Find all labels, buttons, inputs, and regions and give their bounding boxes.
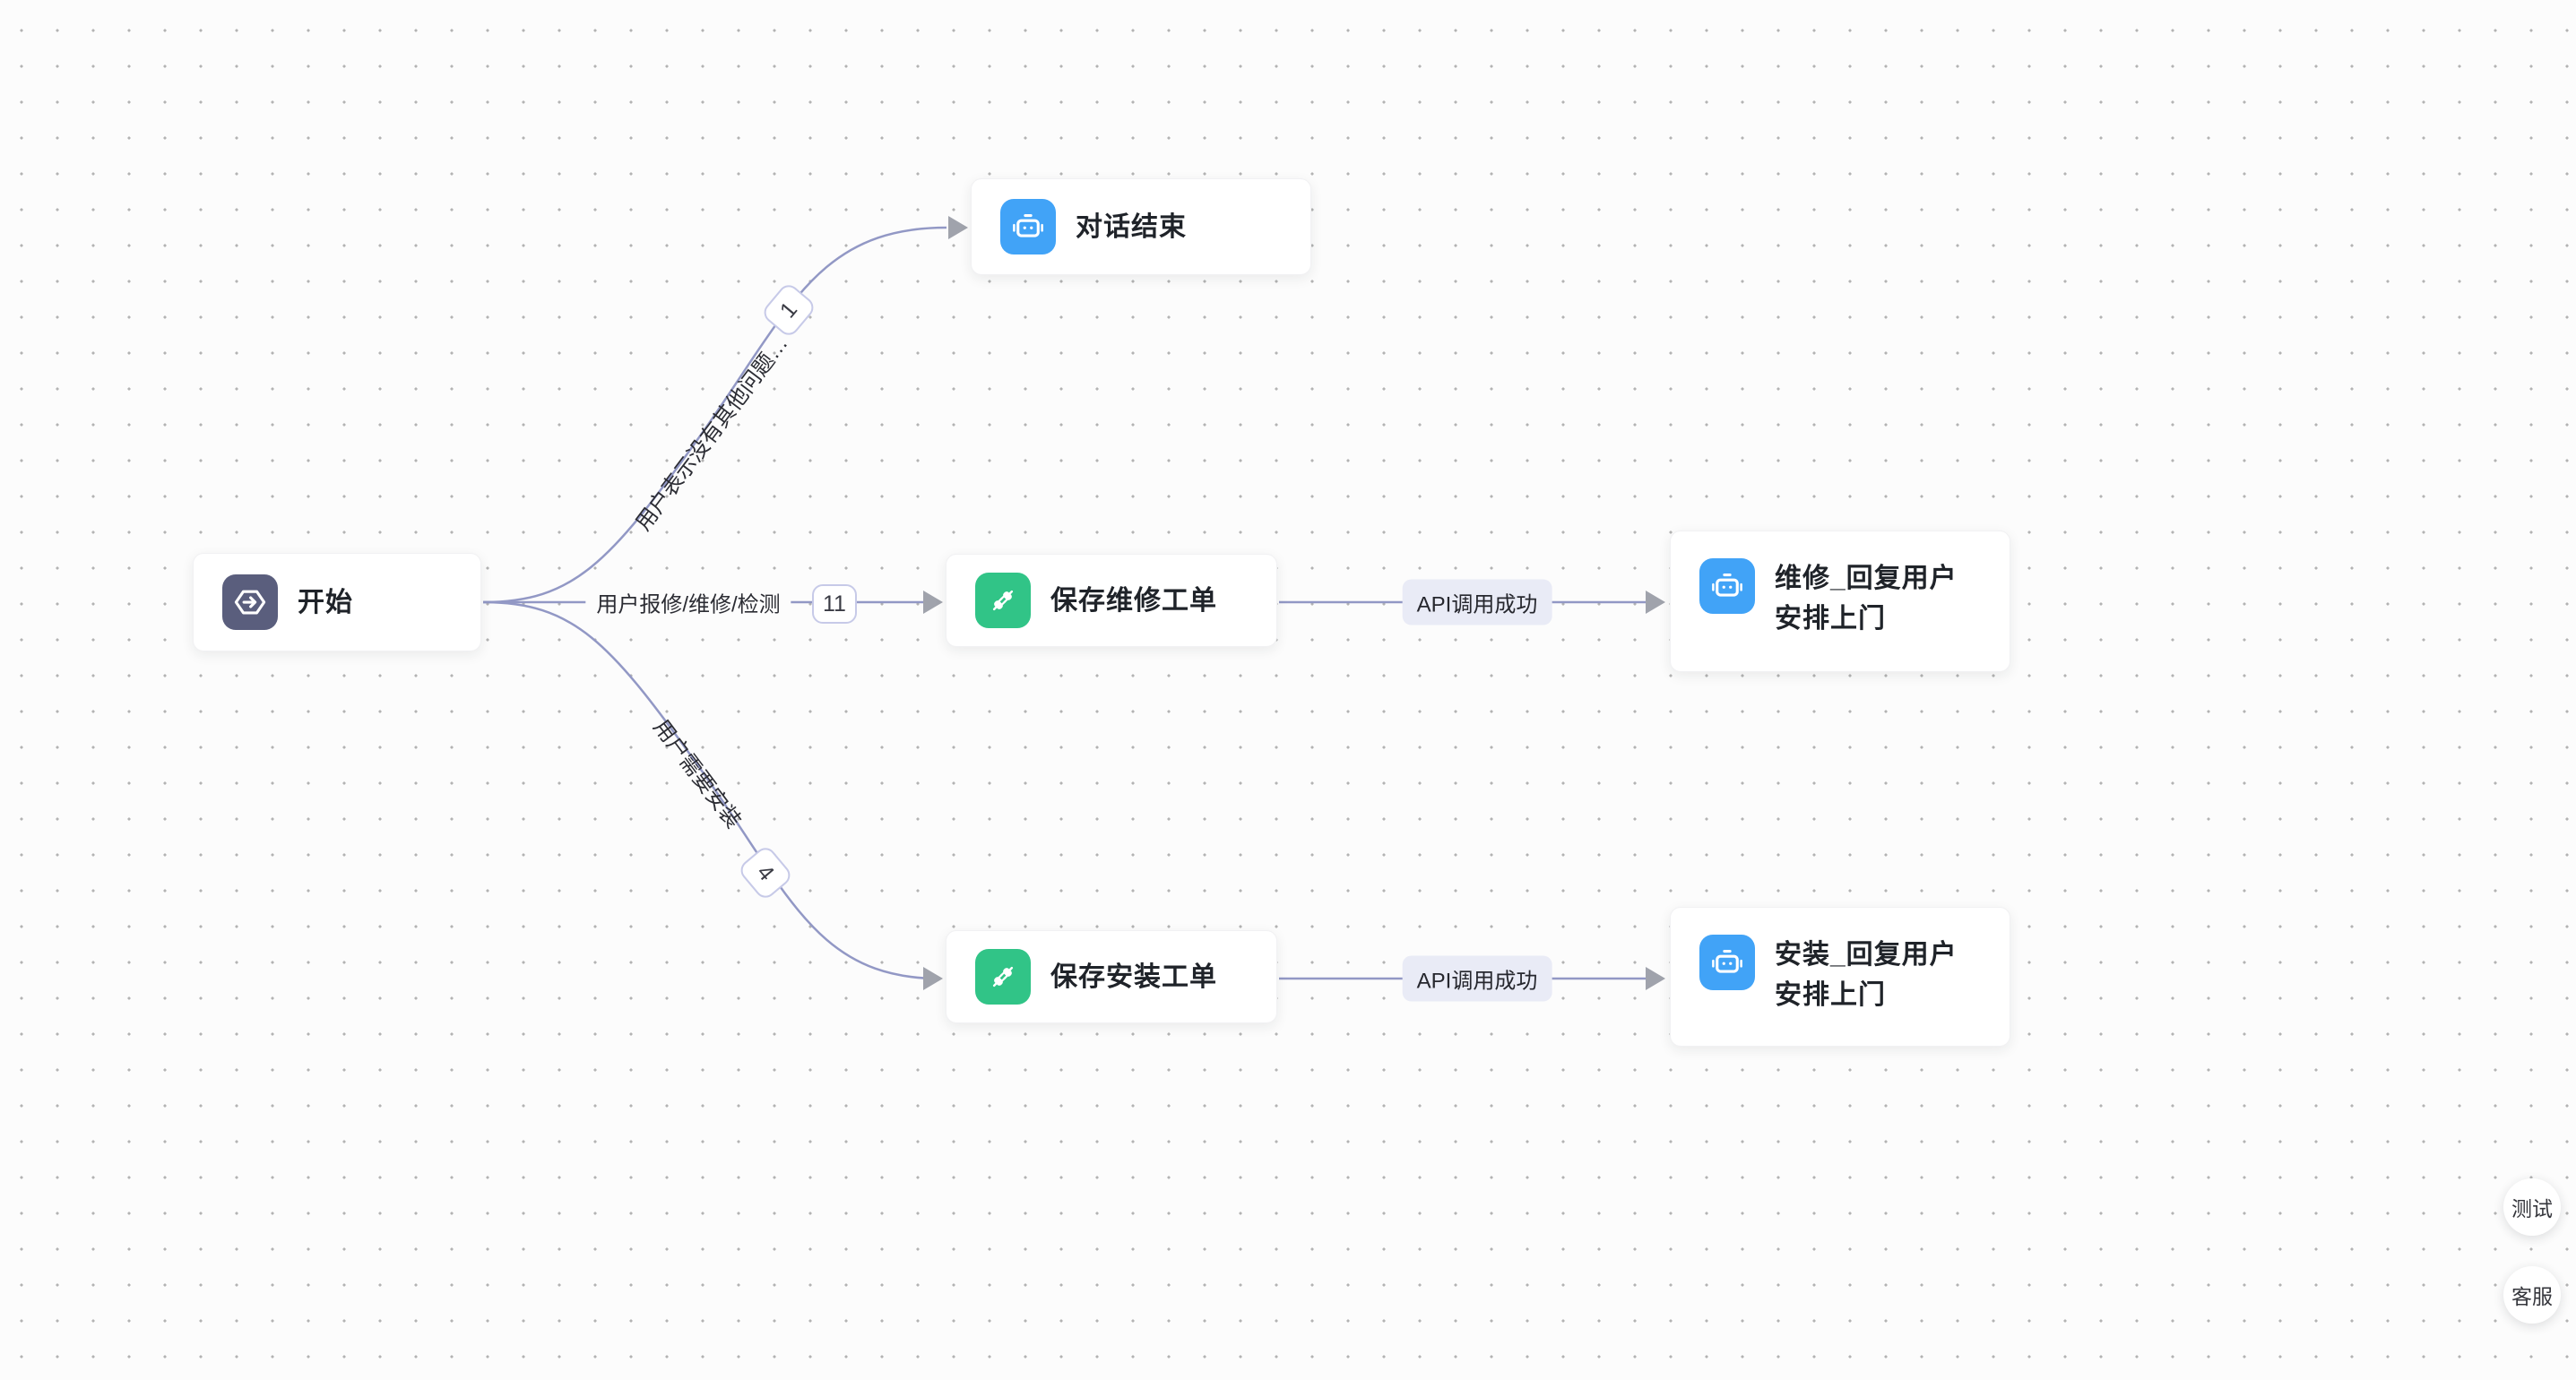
node-start[interactable]: 开始 — [193, 553, 481, 651]
edge-start-to-chat-end[interactable] — [482, 226, 947, 604]
node-label: 维修_回复用户安排上门 — [1775, 564, 1958, 634]
start-arrow-icon — [222, 574, 278, 630]
edge-count-badge[interactable]: 11 — [812, 584, 857, 624]
arrowhead-icon — [1646, 591, 1665, 614]
node-install-reply[interactable]: 安装_回复用户安排上门 — [1670, 907, 2010, 1047]
test-button[interactable]: 测试 — [2503, 1178, 2561, 1236]
edge-label-repair-request[interactable]: 用户报修/维修/检测 — [585, 581, 791, 624]
node-save-repair-ticket[interactable]: 保存维修工单 — [946, 554, 1277, 647]
arrowhead-icon — [923, 591, 943, 614]
bot-icon — [1699, 935, 1755, 990]
arrowhead-icon — [948, 216, 968, 239]
node-save-install-ticket[interactable]: 保存安装工单 — [946, 930, 1277, 1023]
node-label: 安装_回复用户安排上门 — [1775, 940, 1958, 1010]
edge-label-api-success-install[interactable]: API调用成功 — [1402, 955, 1552, 1002]
node-label: 保存维修工单 — [1050, 585, 1217, 616]
bot-icon — [1699, 558, 1755, 614]
node-chat-end[interactable]: 对话结束 — [971, 178, 1311, 275]
arrowhead-icon — [1646, 967, 1665, 990]
bot-icon — [1000, 199, 1056, 254]
edge-label-api-success-repair[interactable]: API调用成功 — [1402, 579, 1552, 625]
node-label: 开始 — [298, 587, 353, 617]
api-plug-icon — [975, 949, 1031, 1005]
arrowhead-icon — [923, 967, 943, 990]
edge-start-to-save-install[interactable] — [482, 600, 940, 980]
support-button[interactable]: 客服 — [2503, 1266, 2561, 1324]
api-plug-icon — [975, 573, 1031, 628]
node-label: 保存安装工单 — [1050, 962, 1217, 992]
node-repair-reply[interactable]: 维修_回复用户安排上门 — [1670, 530, 2010, 672]
node-label: 对话结束 — [1076, 211, 1187, 242]
